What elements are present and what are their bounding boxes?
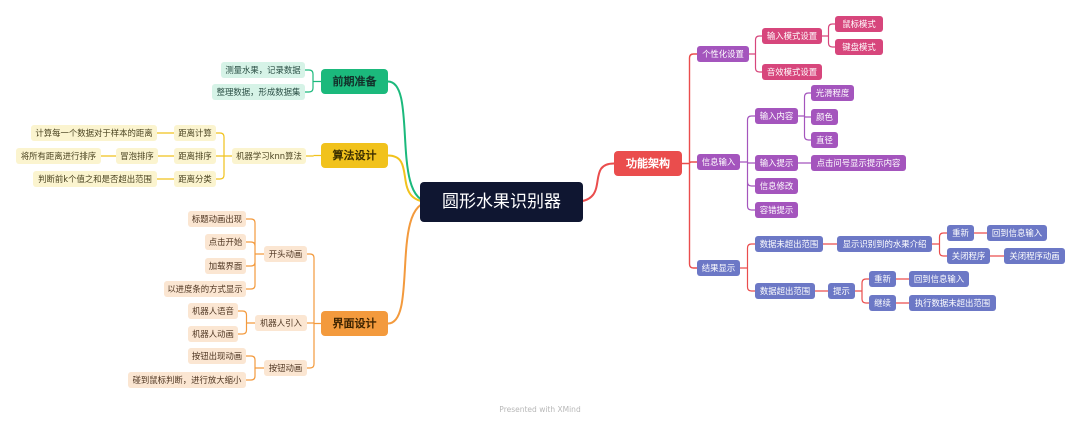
branch-preparation[interactable]: 前期准备 <box>321 69 388 94</box>
node-sound-mode[interactable]: 音效模式设置 <box>762 64 822 80</box>
node-opening-animation[interactable]: 开头动画 <box>264 246 307 262</box>
node-diameter[interactable]: 直径 <box>811 132 838 148</box>
tree-connector <box>216 132 232 180</box>
node-restart[interactable]: 重新 <box>947 225 974 241</box>
node-execute-in-range[interactable]: 执行数据未超出范围 <box>909 295 996 311</box>
node-back-to-input[interactable]: 回到信息输入 <box>987 225 1047 241</box>
root-connector <box>387 201 431 325</box>
node-close-program[interactable]: 关闭程序 <box>947 248 990 264</box>
node-title-animation[interactable]: 标题动画出现 <box>188 211 246 227</box>
node-result-display[interactable]: 结果显示 <box>697 260 740 276</box>
tree-connector <box>740 243 755 292</box>
node-input-mode[interactable]: 输入模式设置 <box>762 28 822 44</box>
tree-connector <box>307 253 321 369</box>
tree-connector <box>822 23 835 48</box>
node-back-to-input-2[interactable]: 回到信息输入 <box>909 271 969 287</box>
tree-connector <box>682 53 697 269</box>
node-organize-data[interactable]: 整理数据，形成数据集 <box>212 84 305 100</box>
node-keyboard-mode[interactable]: 键盘模式 <box>835 39 883 55</box>
node-button-animation[interactable]: 按钮动画 <box>264 360 307 376</box>
node-bubble-sort[interactable]: 冒泡排序 <box>116 148 158 164</box>
branch-function-architecture[interactable]: 功能架构 <box>614 151 682 176</box>
node-loading-screen[interactable]: 加载界面 <box>205 258 246 274</box>
node-robot-intro[interactable]: 机器人引入 <box>255 315 307 331</box>
node-button-zoom[interactable]: 碰到鼠标判断，进行放大缩小 <box>128 372 246 388</box>
node-click-start[interactable]: 点击开始 <box>205 234 246 250</box>
node-continue[interactable]: 继续 <box>869 295 896 311</box>
node-button-appear[interactable]: 按钮出现动画 <box>188 348 246 364</box>
node-show-fruit-intro[interactable]: 显示识别到的水果介绍 <box>837 236 932 252</box>
node-personal-settings[interactable]: 个性化设置 <box>697 46 749 62</box>
node-color[interactable]: 颜色 <box>811 109 838 125</box>
tree-connector <box>798 92 811 141</box>
root-connector <box>387 154 431 203</box>
node-smoothness[interactable]: 光滑程度 <box>811 85 854 101</box>
node-close-animation[interactable]: 关闭程序动画 <box>1004 248 1065 264</box>
tree-connector <box>740 115 755 211</box>
node-input-content[interactable]: 输入内容 <box>755 108 798 124</box>
node-info-modify[interactable]: 信息修改 <box>755 178 798 194</box>
node-robot-voice[interactable]: 机器人语音 <box>188 303 238 319</box>
tree-connector <box>246 218 264 290</box>
node-error-hint[interactable]: 容错提示 <box>755 202 798 218</box>
node-distance-sort[interactable]: 距离排序 <box>174 148 216 164</box>
node-data-in-range[interactable]: 数据未超出范围 <box>755 236 823 252</box>
node-measure-fruit[interactable]: 测量水果，记录数据 <box>221 62 305 78</box>
node-hint-detail[interactable]: 点击问号显示提示内容 <box>811 155 906 171</box>
branch-algorithm[interactable]: 算法设计 <box>321 143 388 168</box>
node-robot-animation[interactable]: 机器人动画 <box>188 326 238 342</box>
node-data-out-of-range[interactable]: 数据超出范围 <box>755 283 815 299</box>
tree-connector <box>932 232 947 257</box>
node-progress-display[interactable]: 以进度条的方式显示 <box>164 281 246 297</box>
node-distance-class[interactable]: 距离分类 <box>174 171 216 187</box>
node-distance-sort-detail[interactable]: 将所有距离进行排序 <box>16 148 101 164</box>
node-knn-algorithm[interactable]: 机器学习knn算法 <box>232 148 306 164</box>
tree-connector <box>855 278 869 304</box>
xmind-watermark: Presented with XMind <box>499 405 581 414</box>
node-tip[interactable]: 提示 <box>828 283 855 299</box>
tree-connector <box>238 310 255 335</box>
root-connector <box>572 162 615 203</box>
node-restart-2[interactable]: 重新 <box>869 271 896 287</box>
tree-connector <box>749 35 762 73</box>
node-mouse-mode[interactable]: 鼠标模式 <box>835 16 883 32</box>
node-distance-calc-detail[interactable]: 计算每一个数据对于样本的距离 <box>31 125 157 141</box>
tree-connector <box>246 355 264 381</box>
tree-connector <box>306 154 321 157</box>
root-connector <box>387 80 431 203</box>
node-input-hint[interactable]: 输入提示 <box>755 155 798 171</box>
tree-connector <box>305 69 321 93</box>
node-distance-class-detail[interactable]: 判断前k个值之和是否超出范围 <box>33 171 157 187</box>
branch-interface[interactable]: 界面设计 <box>321 311 388 336</box>
node-distance-calc[interactable]: 距离计算 <box>174 125 216 141</box>
root-topic[interactable]: 圆形水果识别器 <box>420 182 583 222</box>
node-info-input[interactable]: 信息输入 <box>697 154 740 170</box>
